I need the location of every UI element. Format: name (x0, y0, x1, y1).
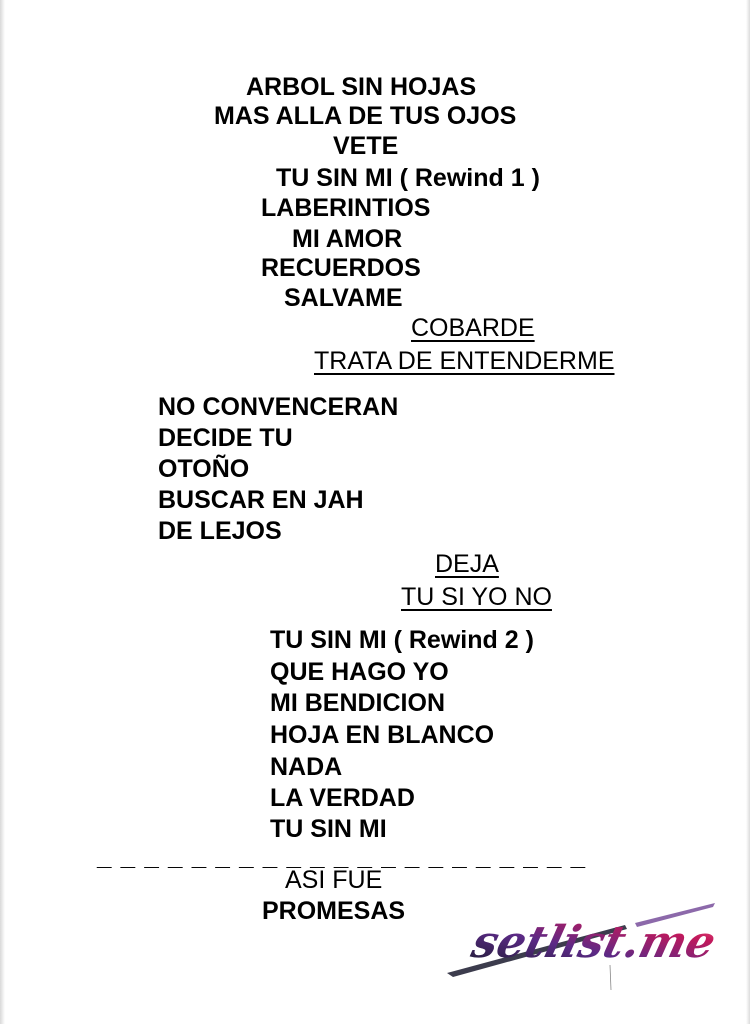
song-item: DE LEJOS (158, 517, 282, 545)
acoustic-song-item: TU SI YO NO (401, 583, 552, 611)
song-item: TU SIN MI (270, 815, 387, 843)
song-item: SALVAME (284, 284, 403, 312)
song-item: LA VERDAD (270, 784, 415, 812)
song-item: ARBOL SIN HOJAS (246, 73, 477, 101)
song-item: QUE HAGO YO (270, 658, 449, 686)
song-item: HOJA EN BLANCO (270, 721, 495, 749)
page-edge-right (746, 0, 750, 1024)
logo-brush-stroke (635, 903, 715, 927)
song-item: BUSCAR EN JAH (158, 486, 364, 514)
setlist-logo: setlist.me (447, 903, 721, 991)
song-item: RECUERDOS (261, 254, 421, 282)
acoustic-song-item: COBARDE (411, 314, 535, 342)
logo-brush-stroke (447, 925, 627, 977)
page-edge-left (0, 0, 5, 1024)
logo-wordmark: setlist.me (466, 916, 721, 968)
acoustic-song-item: DEJA (435, 550, 499, 578)
song-item: VETE (333, 132, 399, 160)
song-item: TU SIN MI ( Rewind 1 ) (276, 164, 540, 192)
song-item: TU SIN MI ( Rewind 2 ) (270, 626, 534, 654)
song-item: MI AMOR (292, 225, 403, 253)
logo-drip (609, 964, 612, 991)
song-item: MAS ALLA DE TUS OJOS (214, 102, 517, 130)
encore-divider: _ _ _ _ _ _ _ _ _ _ _ _ _ _ _ _ _ _ _ _ … (97, 841, 587, 871)
encore-song-item: ASI FUE (285, 866, 383, 894)
song-item: DECIDE TU (158, 424, 293, 452)
song-item: LABERINTIOS (261, 194, 431, 222)
encore-song-item: PROMESAS (262, 897, 406, 925)
song-item: NO CONVENCERAN (158, 393, 399, 421)
acoustic-song-item: TRATA DE ENTENDERME (314, 347, 615, 375)
song-item: OTOÑO (158, 455, 250, 483)
song-item: MI BENDICION (270, 689, 445, 717)
song-item: NADA (270, 753, 343, 781)
